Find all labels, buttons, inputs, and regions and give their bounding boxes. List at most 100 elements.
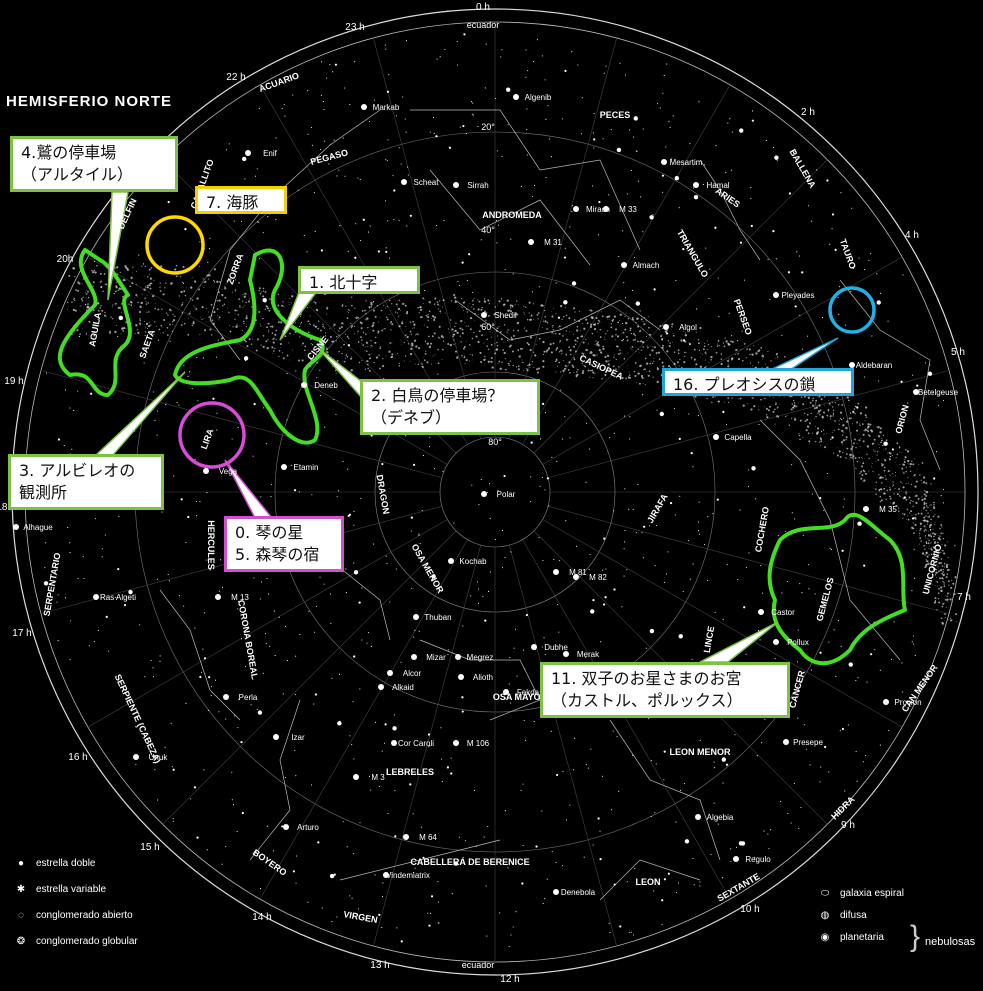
hour-label: 4 h	[905, 230, 919, 241]
star-dot	[661, 159, 667, 165]
declination-label: 40°	[481, 225, 495, 235]
star-label: Polar	[497, 490, 516, 499]
star-dot	[573, 574, 579, 580]
star-dot	[513, 94, 519, 100]
star-label: M 35	[879, 505, 897, 514]
star-label: Alcor	[403, 669, 422, 678]
star-label: Scheat	[414, 178, 440, 187]
star-label: Algenib	[525, 93, 552, 102]
star-label: Sirrah	[467, 181, 488, 190]
star-dot	[453, 740, 459, 746]
star-dot	[553, 889, 559, 895]
legend-item: conglomerado abierto	[36, 910, 133, 921]
hour-label: 7 h	[957, 592, 971, 603]
callout-altair: 4.鷲の停車場 （アルタイル）	[10, 136, 178, 192]
hour-label: 18 h	[0, 502, 16, 513]
callout-vega: 0. 琴の星 5. 森琴の宿	[224, 516, 344, 572]
star-dot	[361, 104, 367, 110]
star-dot	[453, 182, 459, 188]
star-dot	[13, 524, 19, 530]
globular-cluster-icon: ❂	[16, 936, 26, 947]
star-label: Merak	[577, 650, 600, 659]
callout-northern-cross: 1. 北十字	[298, 266, 420, 294]
hour-label: 10 h	[740, 904, 759, 915]
star-dot	[458, 674, 464, 680]
star-label: Megrez	[467, 653, 494, 662]
constellation-label: OSA MAYOR	[493, 692, 548, 702]
star-label: Alioth	[473, 673, 493, 682]
legend-brace: }	[910, 920, 921, 953]
star-dot	[281, 464, 287, 470]
legend-right: ⬭galaxia espiral ◍difusa ◉planetaria	[818, 888, 904, 954]
hour-label: 22 h	[226, 72, 245, 83]
star-label: Vindemiatrix	[386, 871, 430, 880]
star-dot	[481, 312, 487, 318]
gemini-highlight	[767, 512, 907, 666]
star-label: Ras Algeti	[100, 593, 136, 602]
constellation-label: ANDROMEDA	[482, 210, 542, 220]
star-dot	[383, 872, 389, 878]
star-dot	[215, 594, 221, 600]
star-dot	[563, 651, 569, 657]
star-label: Pollux	[787, 638, 809, 647]
hour-label: 14 h	[252, 912, 271, 923]
star-label: Arturo	[297, 823, 319, 832]
star-dot	[621, 262, 627, 268]
legend-item: conglomerado globular	[36, 936, 138, 947]
star-dot	[283, 824, 289, 830]
ecuador-label: ecuador	[467, 20, 500, 30]
star-dot	[573, 206, 579, 212]
star-label: Fekda	[517, 688, 540, 697]
star-label: Procion	[894, 698, 921, 707]
hour-spokes	[25, 22, 965, 962]
hour-label: 16 h	[68, 752, 87, 763]
star-dot	[133, 754, 139, 760]
star-label: Alhague	[23, 523, 53, 532]
hour-label: 15 h	[140, 842, 159, 853]
legend-group-label: nebulosas	[925, 936, 976, 948]
hour-label: 17 h	[12, 628, 31, 639]
star-label: Cor Caroli	[398, 739, 434, 748]
star-label: Denebola	[561, 888, 596, 897]
legend-item: difusa	[840, 910, 867, 921]
star-label: Algol	[679, 323, 697, 332]
star-label: M 33	[619, 205, 637, 214]
star-dot	[245, 150, 251, 156]
star-label: Enif	[263, 149, 278, 158]
map-title: HEMISFERIO NORTE	[6, 93, 173, 110]
star-dot	[387, 670, 393, 676]
hour-label: 5 h	[951, 347, 965, 358]
star-dot	[353, 774, 359, 780]
star-dot	[448, 558, 454, 564]
legend-item: estrella doble	[36, 858, 96, 869]
star-label: Vega	[219, 467, 238, 476]
star-dot	[883, 699, 889, 705]
constellation-label: LEBRELES	[386, 767, 434, 777]
star-dot	[455, 654, 461, 660]
star-label: Markab	[373, 103, 400, 112]
dolphin-circle	[145, 215, 205, 275]
cygnus-highlight	[173, 248, 325, 445]
star-label: M 13	[231, 593, 249, 602]
star-label: Presepe	[793, 738, 823, 747]
hour-label: 13 h	[370, 960, 389, 971]
star-label: M 3	[371, 773, 385, 782]
constellation-lines	[159, 109, 941, 901]
planetary-nebula-icon: ◉	[820, 932, 830, 943]
star-label: Betelgeuse	[918, 388, 959, 397]
legend-item: estrella variable	[36, 884, 107, 895]
star-label: Hamal	[706, 181, 729, 190]
star-dot	[531, 644, 537, 650]
ecuador-label: ecuador	[462, 960, 495, 970]
star-label: Regulo	[745, 855, 771, 864]
star-label: Castor	[771, 608, 795, 617]
star-label: Unuk	[149, 753, 169, 762]
star-label: Capella	[724, 433, 752, 442]
star-dot	[913, 389, 919, 395]
callout-albireo: 3. アルビレオの 観測所	[8, 454, 164, 510]
variable-star-icon: ✱	[16, 884, 26, 895]
star-label: Shedir	[494, 311, 517, 320]
hour-label: 19 h	[4, 376, 23, 387]
star-label: M 81	[569, 568, 587, 577]
star-label: Thuban	[424, 613, 451, 622]
